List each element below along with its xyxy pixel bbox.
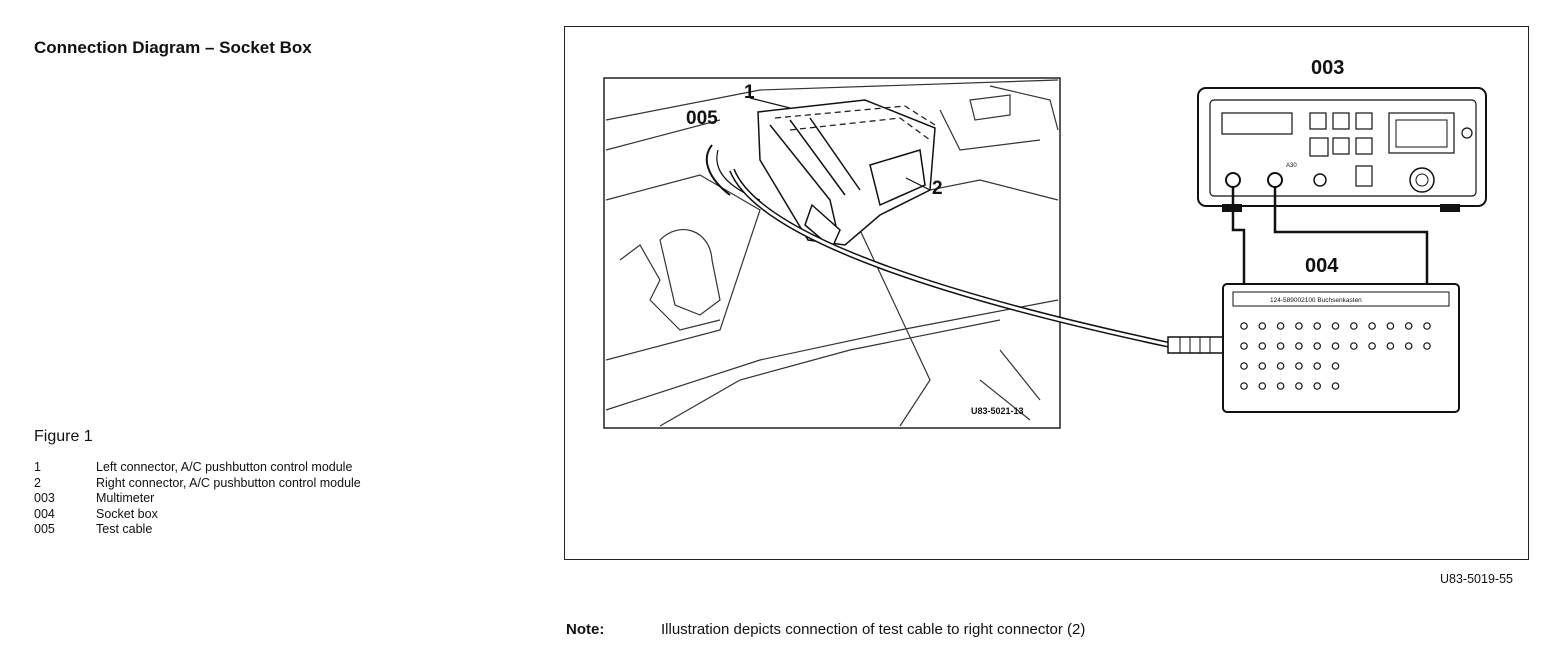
socket-jack	[1258, 342, 1267, 350]
legend-text: Right connector, A/C pushbutton control …	[96, 475, 361, 490]
socket-jack	[1350, 322, 1358, 330]
left-connector-shape	[757, 99, 936, 250]
diagram-frame	[564, 26, 1529, 560]
socket-jack	[1423, 322, 1431, 330]
socket-jack	[1240, 322, 1248, 330]
dashboard-sketch	[605, 79, 1059, 427]
multimeter-label: A30	[1286, 163, 1297, 169]
connector-inset: 1 2 005 U83-5021-13	[603, 77, 1061, 429]
socket-jack	[1331, 382, 1340, 390]
legend-number: 003	[34, 491, 55, 505]
socket-jack	[1368, 342, 1376, 350]
socket-jack	[1350, 342, 1358, 350]
socket-jack	[1276, 342, 1285, 350]
socket-jack	[1386, 342, 1395, 350]
socket-jack	[1368, 322, 1376, 330]
display-right	[1388, 112, 1455, 154]
figure-label: Figure 1	[34, 428, 93, 445]
legend-number: 2	[34, 475, 41, 490]
legend-item: 004 Socket box	[34, 507, 361, 523]
socket-jack	[1313, 322, 1322, 330]
callout-004: 004	[1305, 255, 1339, 277]
callout-2: 2	[932, 178, 943, 199]
socket-jack	[1276, 322, 1285, 330]
socket-jack	[1295, 322, 1303, 330]
socket-jack	[1276, 362, 1285, 370]
callout-1: 1	[744, 82, 755, 103]
socket-jack	[1240, 362, 1248, 370]
socket-jack	[1331, 362, 1340, 370]
legend-item: 2 Right connector, A/C pushbutton control…	[34, 476, 361, 492]
legend-item: 005 Test cable	[34, 522, 361, 538]
socket-jack	[1240, 382, 1248, 390]
legend-number: 1	[34, 460, 41, 474]
legend-number: 005	[34, 522, 55, 536]
socket-jack	[1295, 362, 1303, 370]
socket-jack	[1386, 322, 1395, 330]
legend-text: Socket box	[96, 506, 158, 521]
cable-plug	[1167, 336, 1224, 354]
socket-jack	[1258, 362, 1267, 370]
socket-jack	[1295, 382, 1303, 390]
note-label: Note:	[566, 621, 605, 638]
socket-jack	[1331, 322, 1340, 330]
socket-jack	[1258, 382, 1267, 390]
socket-jack	[1313, 362, 1322, 370]
socket-jack	[1404, 322, 1413, 330]
socket-box-004: 004 124-589002100 Buchsenkasten	[1222, 255, 1460, 413]
legend-item: 1 Left connector, A/C pushbutton control …	[34, 460, 361, 476]
page-title: Connection Diagram – Socket Box	[34, 38, 312, 57]
socket-jack	[1331, 342, 1340, 350]
legend-text: Left connector, A/C pushbutton control m…	[96, 460, 353, 474]
figure-id: U83-5019-55	[1440, 572, 1513, 586]
socket-jack	[1404, 342, 1413, 350]
socket-grid	[1240, 322, 1431, 390]
socket-jack	[1313, 342, 1322, 350]
socket-jack	[1313, 382, 1322, 390]
legend-item: 003 Multimeter	[34, 491, 361, 507]
socket-jack	[1258, 322, 1267, 330]
selector-knob	[1409, 167, 1435, 193]
socket-jack	[1276, 382, 1285, 390]
legend-text: Test cable	[96, 522, 153, 536]
test-cable	[729, 168, 1224, 354]
legend: 1 Left connector, A/C pushbutton control …	[34, 460, 361, 538]
note-text: Illustration depicts connection of test …	[661, 621, 1086, 638]
socket-jack	[1240, 342, 1248, 350]
display-left	[1221, 112, 1293, 135]
socket-jack	[1295, 342, 1303, 350]
socket-jack	[1423, 342, 1431, 350]
callout-005: 005	[686, 108, 718, 129]
probe-leads	[1231, 187, 1429, 325]
socket-box-label: 124-589002100 Buchsenkasten	[1270, 297, 1362, 304]
callout-003: 003	[1311, 57, 1344, 79]
legend-text: Multimeter	[96, 491, 155, 505]
multimeter-003: 003 A30	[1197, 57, 1487, 212]
legend-number: 004	[34, 506, 55, 521]
inset-id: U83-5021-13	[971, 406, 1024, 416]
multimeter-buttons	[1309, 112, 1373, 187]
